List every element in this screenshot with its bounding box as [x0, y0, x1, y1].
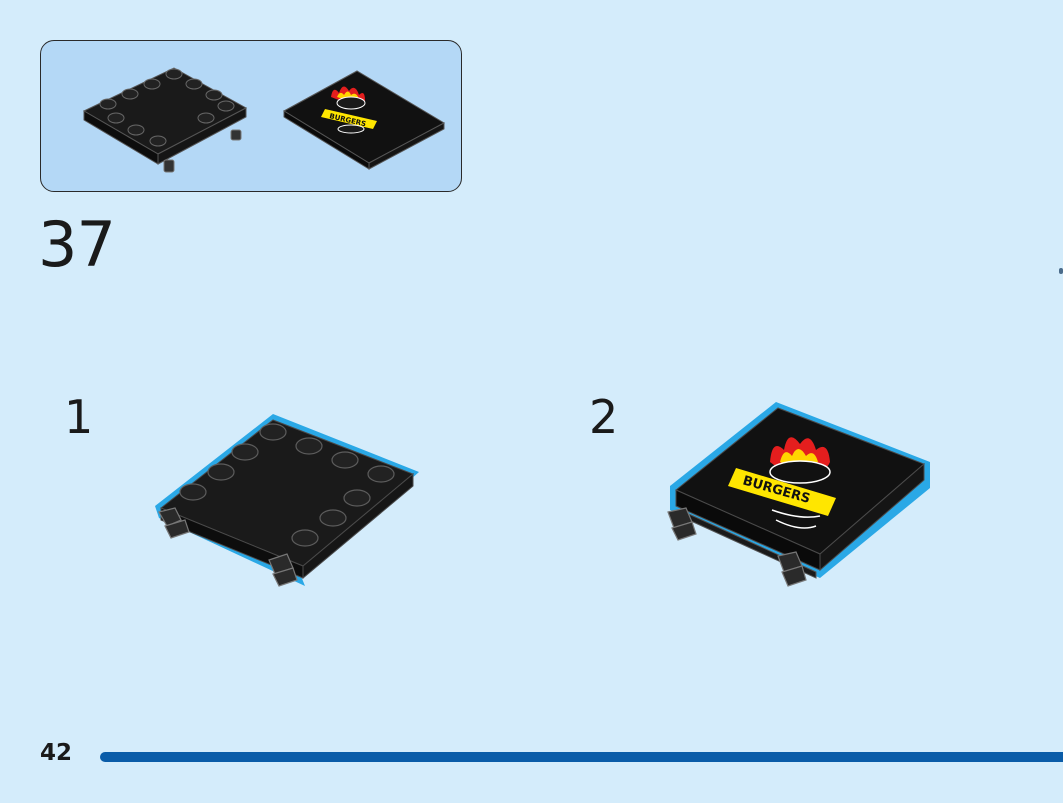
substep-1-label: 1 — [64, 390, 94, 444]
edge-mark — [1059, 268, 1063, 274]
substep-1-plate-illustration — [155, 414, 419, 587]
page-number: 42 — [40, 740, 73, 766]
parts-list-panel: BURGERS — [40, 40, 462, 192]
burgers-tile-part-icon: BURGERS — [283, 70, 446, 170]
step-number: 37 — [38, 208, 116, 281]
page-progress-bar — [100, 752, 1063, 762]
plate-with-clips-part-icon — [82, 67, 248, 173]
substep-2-label: 2 — [589, 390, 619, 444]
substep-2-tile-illustration: BURGERS — [667, 402, 930, 587]
